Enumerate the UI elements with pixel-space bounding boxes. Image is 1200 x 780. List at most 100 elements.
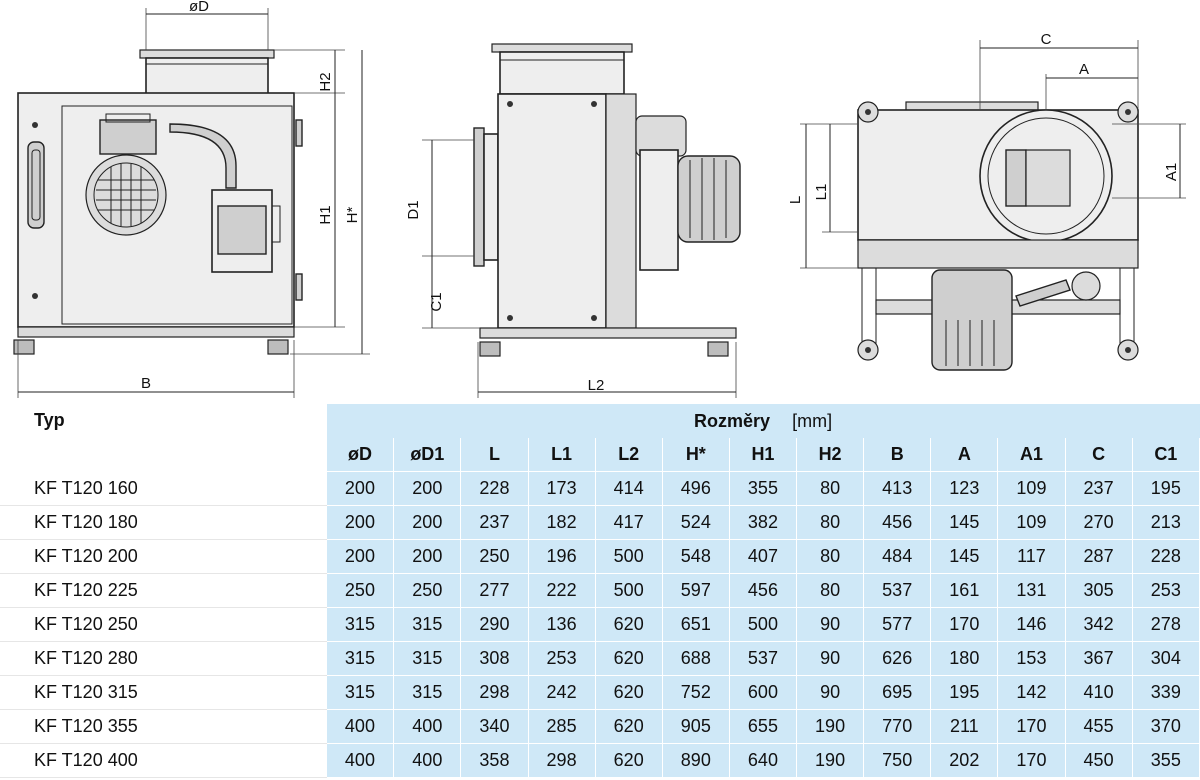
table-cell: 400: [326, 743, 395, 778]
front-inlet-spigot: [145, 57, 269, 95]
column-header: L2: [595, 438, 663, 472]
row-type: KF T120 180: [0, 505, 327, 540]
row-type: KF T120 280: [0, 641, 327, 676]
table-cell: 305: [1065, 573, 1133, 608]
row-type: KF T120 355: [0, 709, 327, 744]
front-view: øD H2 H1 H* B: [13, 0, 370, 398]
table-cell: 290: [460, 607, 529, 642]
table-cell: 524: [662, 505, 730, 540]
table-cell: 620: [595, 675, 663, 710]
table-cell: 890: [662, 743, 730, 778]
table-cell: 315: [326, 675, 395, 710]
table-cell: 287: [1065, 539, 1133, 574]
table-cell: 455: [1065, 709, 1133, 744]
table-cell: 145: [930, 505, 999, 540]
table-cell: 620: [595, 641, 663, 676]
table-cell: 228: [1132, 539, 1200, 574]
table-cell: 367: [1065, 641, 1133, 676]
row-type: KF T120 250: [0, 607, 327, 642]
side-inlet-flange: [491, 43, 633, 53]
table-cell: 410: [1065, 675, 1133, 710]
table-cell: 315: [393, 641, 462, 676]
table-title-text: Rozměry: [694, 410, 771, 431]
table-cell: 211: [930, 709, 999, 744]
row-type: KF T120 315: [0, 675, 327, 710]
front-inlet-flange: [139, 49, 275, 59]
table-cell: 213: [1132, 505, 1200, 540]
column-header: H*: [662, 438, 730, 472]
dim-label-l: L: [787, 196, 804, 204]
table-cell: 450: [1065, 743, 1133, 778]
table-cell: 355: [729, 471, 798, 506]
cable-hose-icon: [169, 123, 237, 189]
table-cell: 202: [930, 743, 999, 778]
table-cell: 315: [326, 641, 395, 676]
table-cell: 250: [460, 539, 529, 574]
table-cell: 146: [997, 607, 1066, 642]
column-header: B: [863, 438, 932, 472]
table-cell: 180: [930, 641, 999, 676]
table-cell: 161: [930, 573, 999, 608]
column-header: H2: [796, 438, 865, 472]
table-cell: 298: [460, 675, 529, 710]
table-cell: 315: [393, 607, 462, 642]
table-cell: 195: [930, 675, 999, 710]
dim-label-b: B: [141, 375, 151, 392]
table-cell: 80: [796, 573, 865, 608]
table-cell: 456: [729, 573, 798, 608]
table-cell: 237: [1065, 471, 1133, 506]
table-cell: 400: [326, 709, 395, 744]
table-unit: [mm]: [792, 410, 833, 431]
row-type: KF T120 400: [0, 743, 327, 778]
table-cell: 170: [930, 607, 999, 642]
table-cell: 640: [729, 743, 798, 778]
table-cell: 222: [528, 573, 596, 608]
dim-label-h2: H2: [317, 72, 334, 91]
table-cell: 905: [662, 709, 730, 744]
table-cell: 117: [997, 539, 1066, 574]
table-cell: 123: [930, 471, 999, 506]
table-cell: 136: [528, 607, 596, 642]
table-title-row: Typ Rozměry[mm]: [0, 404, 1200, 472]
technical-drawing: øD H2 H1 H* B: [13, 0, 1186, 398]
table-cell: 182: [528, 505, 596, 540]
table-cell: 500: [729, 607, 798, 642]
column-header: L: [460, 438, 529, 472]
table-cell: 414: [595, 471, 663, 506]
table-cell: 80: [796, 539, 865, 574]
table-cell: 200: [326, 539, 395, 574]
dim-label-hstar: H*: [344, 207, 361, 224]
column-header: A: [930, 438, 999, 472]
side-outlet-flange: [473, 127, 485, 267]
table-cell: 200: [326, 471, 395, 506]
table-cell: 278: [1132, 607, 1200, 642]
dim-label-a: A: [1079, 61, 1089, 78]
table-cell: 195: [1132, 471, 1200, 506]
table-cell: 190: [796, 709, 865, 744]
table-cell: 752: [662, 675, 730, 710]
column-header: øD1: [393, 438, 462, 472]
table-cell: 80: [796, 505, 865, 540]
table-cell: 308: [460, 641, 529, 676]
table-cell: 413: [863, 471, 932, 506]
side-base: [479, 327, 737, 339]
table-cell: 400: [393, 743, 462, 778]
table-cell: 695: [863, 675, 932, 710]
column-header: C: [1065, 438, 1133, 472]
column-header: H1: [729, 438, 798, 472]
table-cell: 382: [729, 505, 798, 540]
table-cell: 200: [326, 505, 395, 540]
table-cell: 600: [729, 675, 798, 710]
table-cell: 597: [662, 573, 730, 608]
row-type: KF T120 160: [0, 471, 327, 506]
column-header: L1: [528, 438, 596, 472]
column-header: A1: [997, 438, 1066, 472]
table-cell: 750: [863, 743, 932, 778]
table-cell: 277: [460, 573, 529, 608]
handle-icon: [27, 141, 45, 229]
table-cell: 339: [1132, 675, 1200, 710]
